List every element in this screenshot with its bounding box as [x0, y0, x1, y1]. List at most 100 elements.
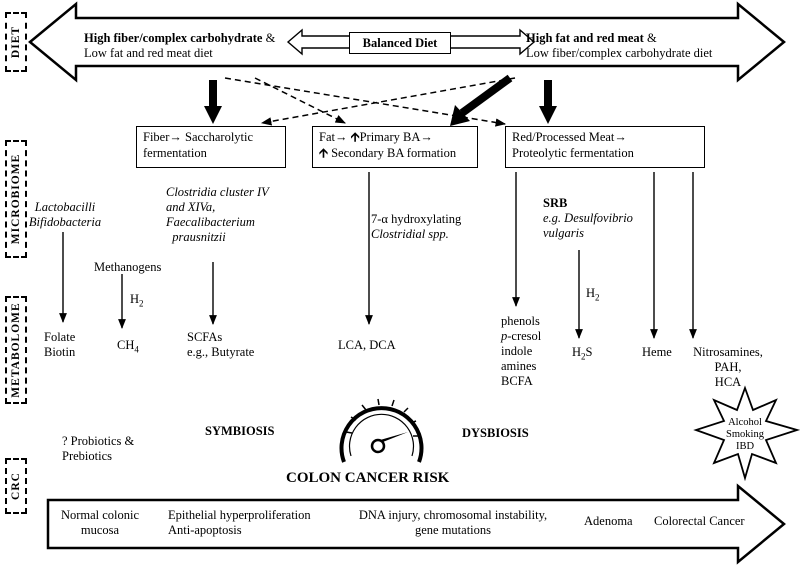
- crc-progression-arrow: [46, 483, 786, 565]
- stage-hyper-text-2: Anti-apoptosis: [168, 523, 242, 537]
- thick-diet-arrows: [204, 74, 557, 126]
- h2-srb-h: H: [586, 286, 596, 300]
- clostridial-spp-text: Clostridial spp.: [371, 227, 449, 241]
- prebiotics-text: Prebiotics: [62, 449, 112, 463]
- nitrosamines-label: Nitrosamines, PAH, HCA: [688, 345, 768, 390]
- right-arrow-icon: →: [420, 130, 433, 144]
- hydroxylating-label: 7-α hydroxylating Clostridial spp.: [371, 212, 461, 242]
- proteolytic-label: Proteolytic fermentation: [512, 146, 634, 160]
- bcfa-text: BCFA: [501, 374, 533, 388]
- probiotics-label: ? Probiotics & Prebiotics: [62, 434, 134, 464]
- desulfovibrio-text: e.g. Desulfovibrio: [543, 211, 633, 225]
- right-arrow-icon: →: [614, 130, 627, 144]
- primary-ba-label: Primary BA: [359, 130, 421, 144]
- pathway-arrows: [59, 172, 697, 339]
- clostridia-text-1: Clostridia cluster IV: [166, 185, 269, 199]
- stage-dna-text-1: DNA injury, chromosomal instability,: [358, 508, 548, 522]
- diet-right-sub: Low fiber/complex carbohydrate diet: [526, 46, 713, 60]
- stage-normal-mucosa: Normal colonic mucosa: [52, 508, 148, 538]
- methane-label: CH4: [117, 338, 139, 355]
- diet-left-amp: &: [262, 31, 276, 45]
- diet-right: High fat and red meat & Low fiber/comple…: [526, 31, 712, 61]
- heme-label: Heme: [642, 345, 672, 359]
- lactobacilli-label: Lactobacilli Bifidobacteria: [22, 200, 108, 230]
- meat-label: Red/Processed Meat: [512, 130, 615, 144]
- methane-ch: CH: [117, 338, 135, 352]
- section-label-diet-text: DIET: [10, 25, 22, 59]
- alcohol-text: Alcohol: [728, 417, 762, 428]
- right-arrow-icon: →: [334, 130, 348, 144]
- diet-left-title: High fiber/complex carbohydrate: [84, 31, 263, 45]
- bifidobacteria-text: Bifidobacteria: [28, 215, 102, 229]
- smoking-text: Smoking: [726, 429, 764, 440]
- saccharolytic-label: Saccharolytic: [181, 130, 254, 144]
- risk-factors-label: Alcohol Smoking IBD: [717, 417, 773, 453]
- indole-text: indole: [501, 344, 533, 358]
- h2s-h: H: [572, 345, 582, 359]
- srb-text: SRB: [543, 196, 568, 210]
- section-label-crc: CRC: [5, 458, 27, 514]
- right-arrow-icon: →: [169, 130, 182, 144]
- ibd-text: IBD: [735, 441, 755, 452]
- h2s-label: H2S: [572, 345, 593, 362]
- diet-right-title: High fat and red meat: [526, 31, 644, 45]
- fat-bile-acid-box: Fat→ 🡩Primary BA→ 🡩 Secondary BA formati…: [312, 126, 478, 168]
- clostridia-text-4: prausnitzii: [172, 230, 226, 244]
- amines-text: amines: [501, 359, 537, 373]
- srb-label: SRB e.g. Desulfovibrio vulgaris: [543, 196, 633, 241]
- scfa-label: SCFAs e.g., Butyrate: [187, 330, 254, 360]
- section-label-metabolome: METABOLOME: [5, 296, 27, 404]
- h2-methanogen-label: H2: [130, 292, 144, 309]
- probiotics-text: ? Probiotics &: [62, 434, 135, 448]
- hydroxylating-text: 7-α hydroxylating: [371, 212, 462, 226]
- scfa-text: SCFAs: [187, 330, 223, 344]
- h2-methanogen-h: H: [130, 292, 140, 306]
- pcresol-p: p: [501, 329, 508, 343]
- stage-adenoma: Adenoma: [584, 514, 633, 528]
- up-arrow-icon: 🡩: [350, 130, 360, 144]
- lactobacilli-text: Lactobacilli: [34, 200, 96, 214]
- biotin-text: Biotin: [44, 345, 76, 359]
- stage-dna-injury: DNA injury, chromosomal instability, gen…: [350, 508, 556, 538]
- risk-gauge: [339, 398, 424, 463]
- clostridia-label: Clostridia cluster IV and XIVa, Faecalib…: [166, 185, 269, 245]
- symbiosis-label: SYMBIOSIS: [205, 424, 275, 438]
- section-label-crc-text: CRC: [10, 472, 22, 500]
- h2-srb-label: H2: [586, 286, 600, 303]
- lca-dca-label: LCA, DCA: [338, 338, 396, 352]
- stage-dna-text-2: gene mutations: [414, 523, 492, 537]
- balanced-diet-label: Balanced Diet: [362, 36, 438, 50]
- hca-text: HCA: [714, 375, 742, 389]
- stage-normal-text-2: mucosa: [80, 523, 120, 537]
- diet-left: High fiber/complex carbohydrate & Low fa…: [84, 31, 275, 61]
- butyrate-text: e.g., Butyrate: [187, 345, 255, 359]
- stage-hyper-text-1: Epithelial hyperproliferation: [168, 508, 311, 522]
- stage-colorectal-cancer: Colorectal Cancer: [654, 514, 745, 528]
- methanogens-label: Methanogens: [94, 260, 162, 274]
- fiber-fermentation-label: fermentation: [143, 146, 207, 160]
- risk-factor-burst: [693, 385, 800, 482]
- up-arrow-icon: 🡩: [319, 146, 328, 160]
- colon-cancer-risk-label: COLON CANCER RISK: [286, 470, 450, 486]
- folate-text: Folate: [44, 330, 76, 344]
- section-label-metabolome-text: METABOLOME: [10, 302, 22, 398]
- dysbiosis-label: DYSBIOSIS: [462, 426, 529, 440]
- proteolytic-metabolites-label: phenols p-cresol indole amines BCFA: [501, 314, 541, 389]
- stage-hyperproliferation: Epithelial hyperproliferation Anti-apopt…: [168, 508, 311, 538]
- dashed-diet-arrows: [224, 77, 516, 127]
- section-label-microbiome: MICROBIOME: [5, 140, 27, 258]
- diet-left-sub: Low fat and red meat diet: [84, 46, 213, 60]
- fiber-label: Fiber: [143, 130, 170, 144]
- meat-proteolytic-box: Red/Processed Meat→ Proteolytic fermenta…: [505, 126, 705, 168]
- clostridia-text-2: and XIVa,: [166, 200, 216, 214]
- diet-right-amp: &: [643, 31, 657, 45]
- section-label-diet: DIET: [5, 12, 27, 72]
- fat-label: Fat: [319, 130, 335, 144]
- stage-normal-text-1: Normal colonic: [60, 508, 140, 522]
- pah-text: PAH,: [714, 360, 742, 374]
- pcresol-text: -cresol: [507, 329, 542, 343]
- fiber-fermentation-box: Fiber→ Saccharolytic fermentation: [136, 126, 286, 168]
- phenols-text: phenols: [501, 314, 540, 328]
